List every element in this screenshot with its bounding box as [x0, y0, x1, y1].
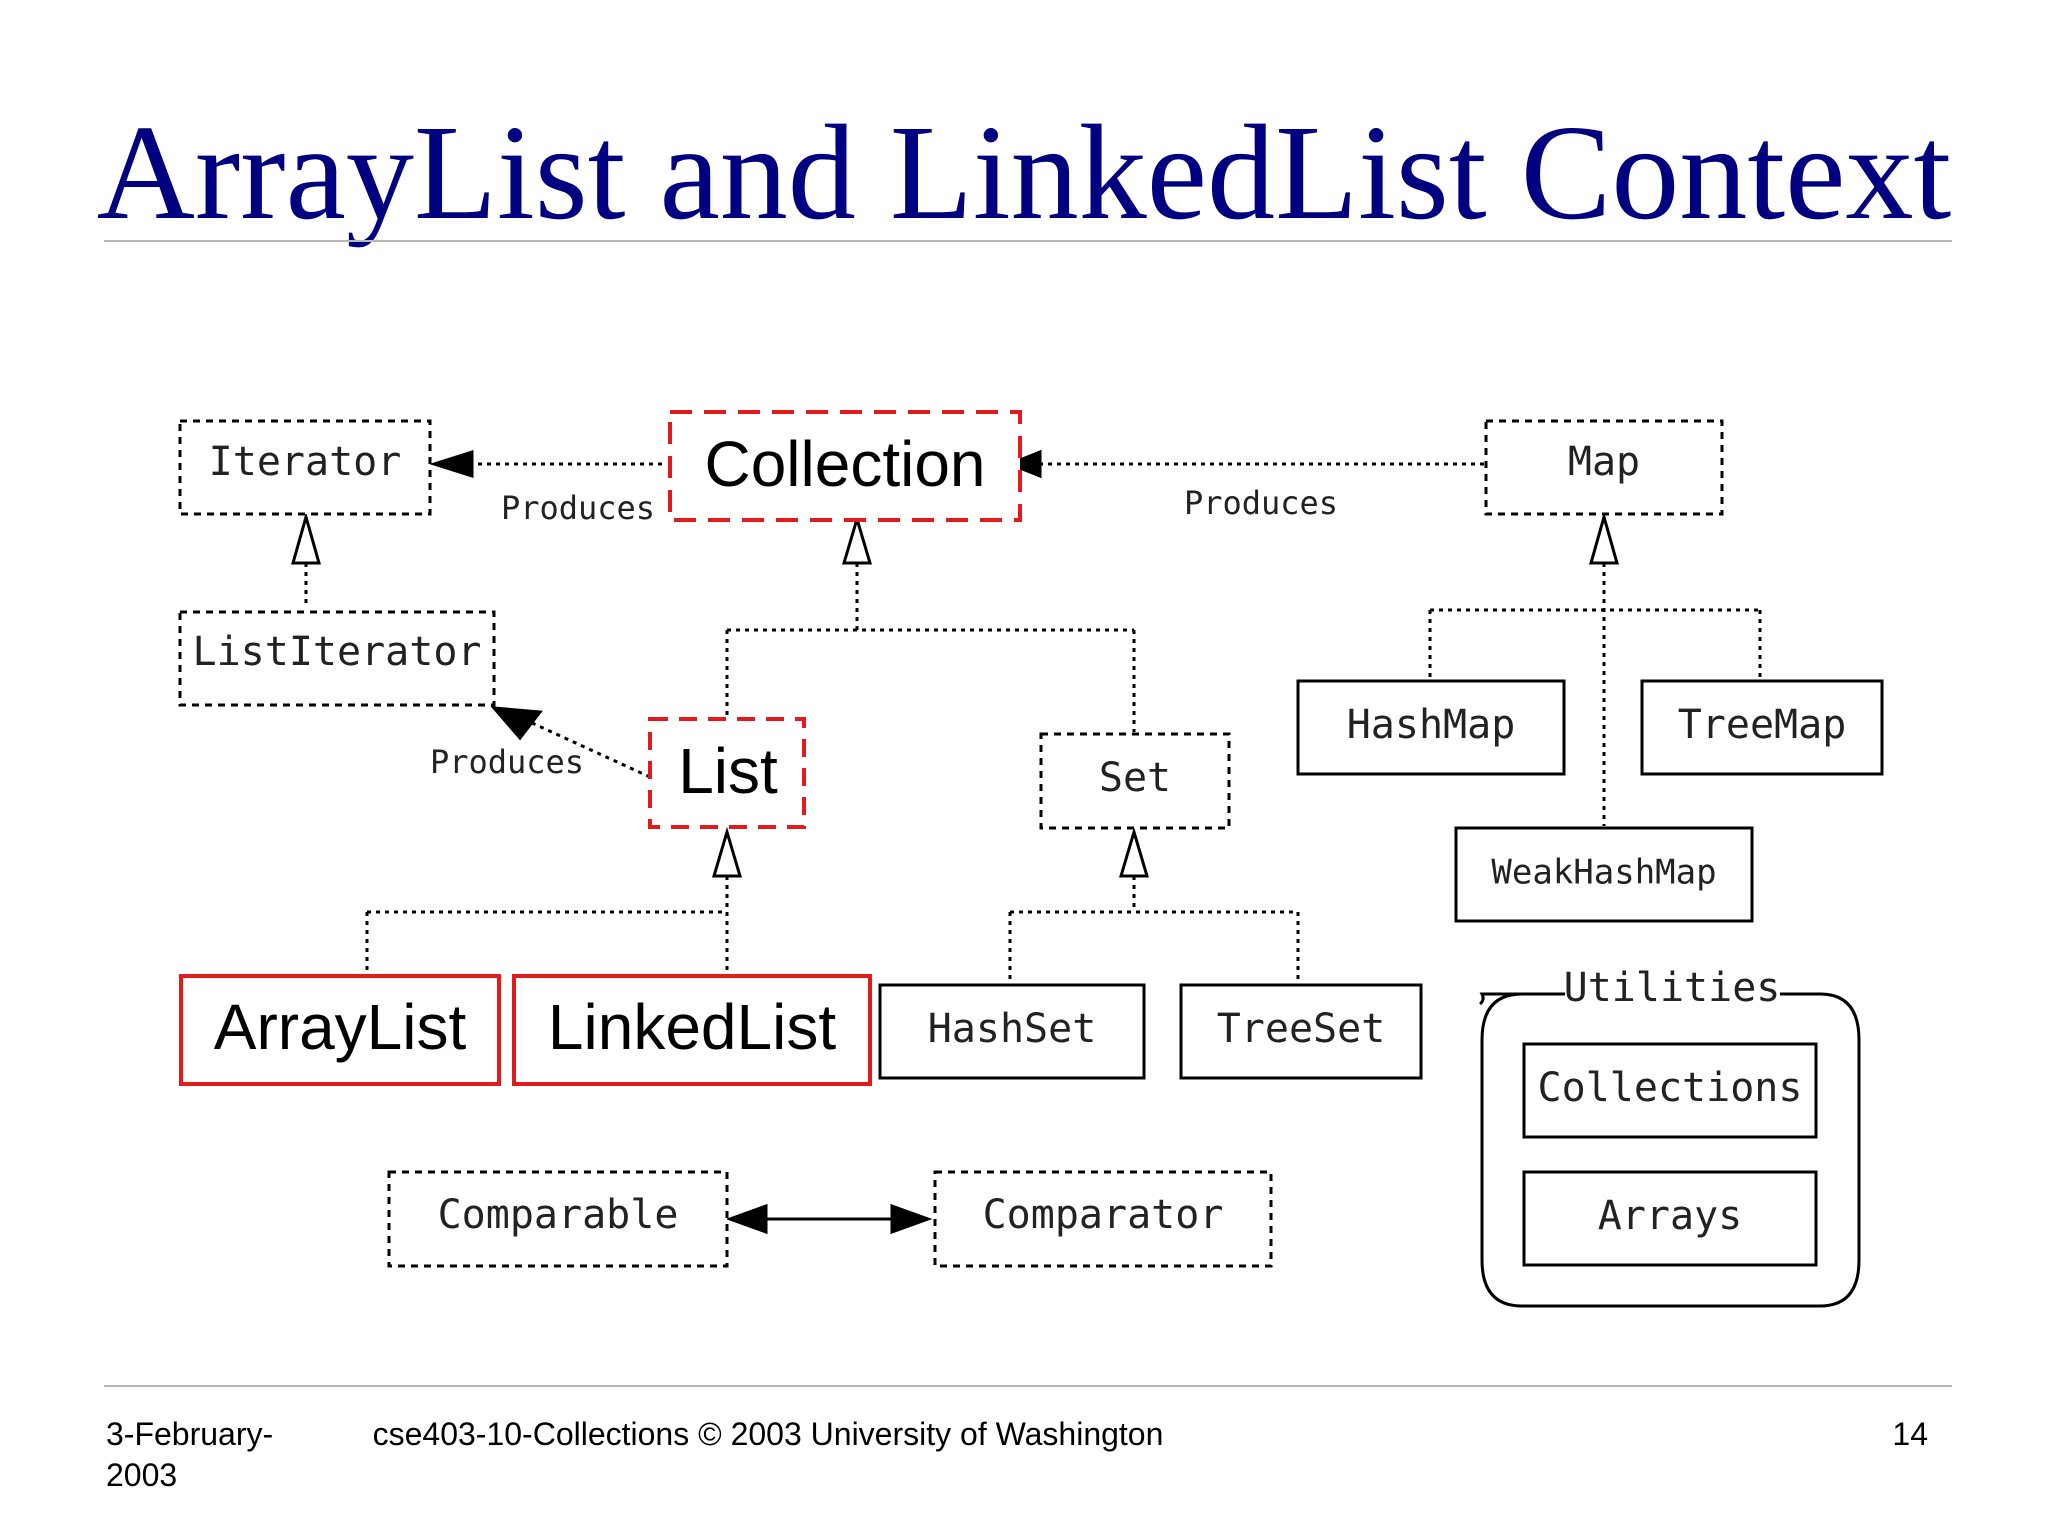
- page-number: 14: [1892, 1416, 1928, 1452]
- arrays-label: Arrays: [1598, 1193, 1743, 1239]
- comparator-box: [933, 1170, 1273, 1268]
- collection-label: Collection: [704, 428, 985, 500]
- title-divider: [104, 240, 1952, 242]
- arrays-box: [1522, 1170, 1818, 1267]
- list-box-highlighted: [648, 717, 806, 829]
- set-box: [1039, 732, 1231, 830]
- comparable-box: [387, 1170, 729, 1268]
- treemap-label: TreeMap: [1678, 702, 1847, 748]
- comparator-label: Comparator: [983, 1192, 1224, 1238]
- iterator-box: [178, 419, 432, 516]
- utilities-group-label: Utilities: [1564, 965, 1781, 1011]
- utilities-group-box: [1478, 992, 1861, 1308]
- footer-divider: [104, 1385, 1952, 1387]
- produces-label-listiterator: Produces: [430, 743, 584, 781]
- treeset-box: [1179, 983, 1423, 1080]
- treemap-box: [1640, 679, 1884, 776]
- list-label: List: [678, 735, 778, 807]
- hashset-box: [878, 983, 1146, 1080]
- inheritance-triangles: [291, 511, 1619, 878]
- hashset-label: HashSet: [928, 1006, 1097, 1052]
- produces-arrowheads: [429, 449, 1042, 741]
- collections-label: Collections: [1538, 1065, 1803, 1111]
- treeset-label: TreeSet: [1217, 1006, 1386, 1052]
- set-label: Set: [1099, 755, 1171, 801]
- dotted-connectors: [304, 462, 1762, 984]
- footer-copyright: cse403-10-Collections © 2003 University …: [372, 1416, 1164, 1452]
- collection-box-highlighted: [668, 410, 1022, 522]
- produces-label-map: Produces: [1184, 484, 1338, 522]
- arraylist-label: ArrayList: [214, 991, 467, 1063]
- weakhashmap-box: [1454, 826, 1754, 923]
- arraylist-box-highlighted: [179, 974, 501, 1086]
- comparable-comparator-link: [725, 1203, 933, 1235]
- hashmap-label: HashMap: [1347, 702, 1516, 748]
- linkedlist-label: LinkedList: [548, 991, 836, 1063]
- map-box: [1484, 419, 1724, 516]
- footer-date: 3-February-2003: [106, 1416, 274, 1493]
- comparable-label: Comparable: [438, 1192, 679, 1238]
- slide-title: ArrayList and LinkedList Context: [96, 98, 1952, 248]
- listiterator-label: ListIterator: [193, 629, 482, 675]
- iterator-label: Iterator: [209, 439, 402, 485]
- produces-label-iterator: Produces: [501, 489, 655, 527]
- map-label: Map: [1568, 439, 1640, 485]
- linkedlist-box-highlighted: [512, 974, 872, 1086]
- collections-box: [1522, 1042, 1818, 1139]
- listiterator-box: [178, 610, 496, 707]
- hashmap-box: [1296, 679, 1566, 776]
- weakhashmap-label: WeakHashMap: [1491, 853, 1716, 893]
